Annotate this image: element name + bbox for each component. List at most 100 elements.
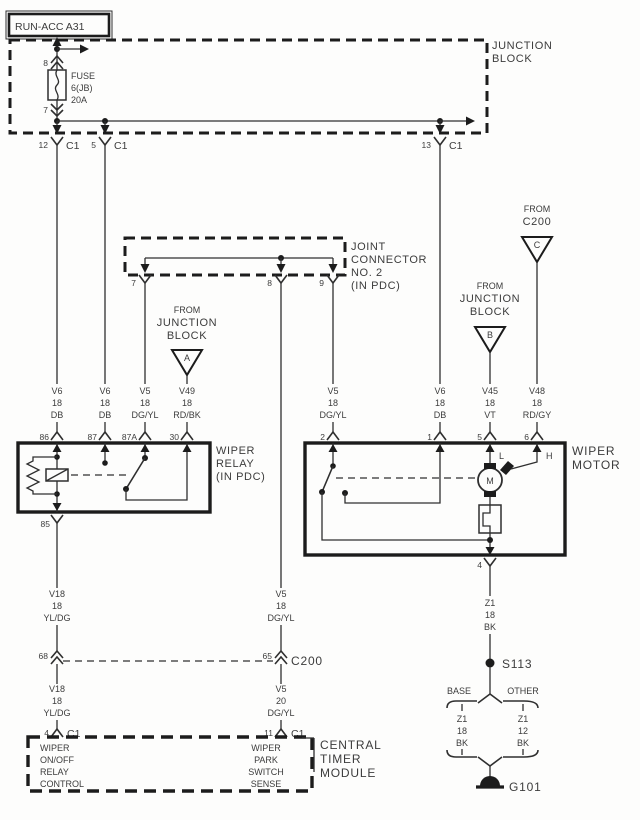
c200-pin-68: 68 <box>39 651 49 661</box>
ref-b-line2: JUNCTION <box>460 293 520 305</box>
motor-pin-4: 4 <box>477 560 482 570</box>
wire-gauge: 18 <box>140 398 150 408</box>
brace-bottom-left <box>446 749 477 758</box>
source-label: RUN-ACC A31 <box>15 21 85 33</box>
wire-label-65b: V5 20 DG/YL <box>267 684 294 718</box>
ctm-fn-right-4: SENSE <box>251 779 282 789</box>
junction-block-label-1: JUNCTION <box>492 40 552 52</box>
ctm-fn-left-2: ON/OFF <box>40 755 74 765</box>
wire-gauge: 18 <box>328 398 338 408</box>
wire-gauge: 18 <box>182 398 192 408</box>
c1-pin13: 13 <box>422 140 432 150</box>
wire-code: V45 <box>482 386 498 396</box>
wire-color: DB <box>434 410 447 420</box>
motor-pin-1: 1 <box>427 432 432 442</box>
pin7-chevron-icon <box>50 103 64 118</box>
ctm-fn-right-3: SWITCH <box>248 767 284 777</box>
wire-gauge: 18 <box>457 726 467 736</box>
wire-gauge: 20 <box>276 696 286 706</box>
junction-block-label-2: BLOCK <box>492 53 532 65</box>
relay-label-1: WIPER <box>216 445 255 457</box>
wire-gauge: 18 <box>52 601 62 611</box>
ctm-pin-11: 11 <box>264 728 273 738</box>
motor-pin-entries: 2 1 5 6 <box>320 422 544 442</box>
ctm-fn-left-3: RELAY <box>40 767 69 777</box>
ref-b-triangle-icon <box>473 326 507 354</box>
variant-other-label: OTHER <box>507 686 539 696</box>
ground-g101-label: G101 <box>509 780 542 794</box>
wire-label-4: Z1 18 BK <box>484 598 496 632</box>
jc2-pin9: 9 <box>319 278 324 288</box>
wire-label-65a: V5 18 DG/YL <box>267 589 294 623</box>
motor-pin-5: 5 <box>477 432 482 442</box>
wire-color: DG/YL <box>131 410 158 420</box>
ref-a-line2: JUNCTION <box>157 317 217 329</box>
relay-label-3: (IN PDC) <box>216 471 265 483</box>
ref-c-line2: C200 <box>523 216 552 228</box>
motor-letter: M <box>486 476 494 486</box>
jc2-pin9-connector-icon <box>326 274 340 285</box>
wire-gauge: 18 <box>100 398 110 408</box>
wire-gauge: 18 <box>276 601 286 611</box>
ground-g101-icon <box>480 776 500 786</box>
ctm-label-3: MODULE <box>320 766 376 780</box>
wiper-relay: WIPER RELAY (IN PDC) 85 <box>16 441 265 529</box>
brace-bottom-right <box>503 749 539 758</box>
wire-label-5: V45 18 VT <box>482 386 498 420</box>
relay-pin-87: 87 <box>88 432 98 442</box>
wire-color: DG/YL <box>319 410 346 420</box>
wire-label-87: V6 18 DB <box>99 386 112 420</box>
wiper-relay-outline <box>16 441 212 514</box>
wire-label-other: Z1 12 BK <box>517 714 529 748</box>
wire-color: BK <box>456 738 468 748</box>
c200-pin65-chevron-icon <box>274 649 288 665</box>
wire-color: DB <box>99 410 112 420</box>
ref-a-letter: A <box>184 353 190 363</box>
wire-gauge: 18 <box>435 398 445 408</box>
relay-switch-armature <box>125 457 146 490</box>
wire-code: V5 <box>327 386 338 396</box>
ref-c-from: FROM <box>524 204 551 214</box>
park-switch-armature <box>321 465 334 493</box>
ctm-pin11-connector-icon <box>274 727 288 738</box>
wire-color: DG/YL <box>267 708 294 718</box>
ref-triangle-c: FROM C200 C <box>520 204 554 384</box>
wire-labels-upper: V6 18 DB V6 18 DB V5 18 DG/YL V49 18 RD/… <box>51 386 552 420</box>
ctm-pin-4: 4 <box>44 728 49 738</box>
wire-gauge: 18 <box>52 398 62 408</box>
fuse-label-1: FUSE <box>71 71 95 81</box>
brace-top-left <box>446 700 477 709</box>
c1-label-13: C1 <box>449 140 463 152</box>
fuse-pin-top: 8 <box>43 58 48 68</box>
wire-gauge: 18 <box>52 696 62 706</box>
jc2-pin8: 8 <box>267 278 272 288</box>
motor-brush-low-icon <box>484 463 496 469</box>
splice-s113-label: S113 <box>502 657 532 671</box>
wire-code: V6 <box>99 386 110 396</box>
c1-pin12-connector-icon <box>50 136 64 147</box>
brace-top-right <box>503 700 539 709</box>
jc2-label-3: NO. 2 <box>351 267 383 279</box>
wire-label-6: V48 18 RD/GY <box>523 386 552 420</box>
c1-pin5-connector-icon <box>98 136 112 147</box>
ref-triangle-a: FROM JUNCTION BLOCK A <box>157 305 217 384</box>
wire-color: BK <box>484 622 496 632</box>
wire-color: VT <box>484 410 496 420</box>
jc2-pin7: 7 <box>131 278 136 288</box>
ref-triangle-b: FROM JUNCTION BLOCK B <box>460 281 520 384</box>
fuse-element-icon <box>54 69 60 101</box>
c1-label-12: C1 <box>66 140 80 152</box>
wire-label-86: V6 18 DB <box>51 386 64 420</box>
bus-arrow-right-icon <box>466 116 475 126</box>
motor-label-1: WIPER <box>572 444 615 458</box>
ctm-pin4-connector-icon <box>50 727 64 738</box>
ref-c-triangle-icon <box>520 236 554 264</box>
relay-pin-86: 86 <box>40 432 50 442</box>
run-relay85-to-ctm: V18 18 YL/DG 68 V18 18 YL/DG 4 C1 <box>39 523 81 740</box>
c1-pin13-connector-icon <box>433 136 447 147</box>
wire-code: Z1 <box>457 714 468 724</box>
junction-block-outline <box>8 38 489 135</box>
connector-c1-row: 12 C1 5 C1 13 C1 <box>39 136 463 152</box>
wire-label-87a: V5 18 DG/YL <box>131 386 158 420</box>
wire-label-85b: V18 18 YL/DG <box>43 684 70 718</box>
